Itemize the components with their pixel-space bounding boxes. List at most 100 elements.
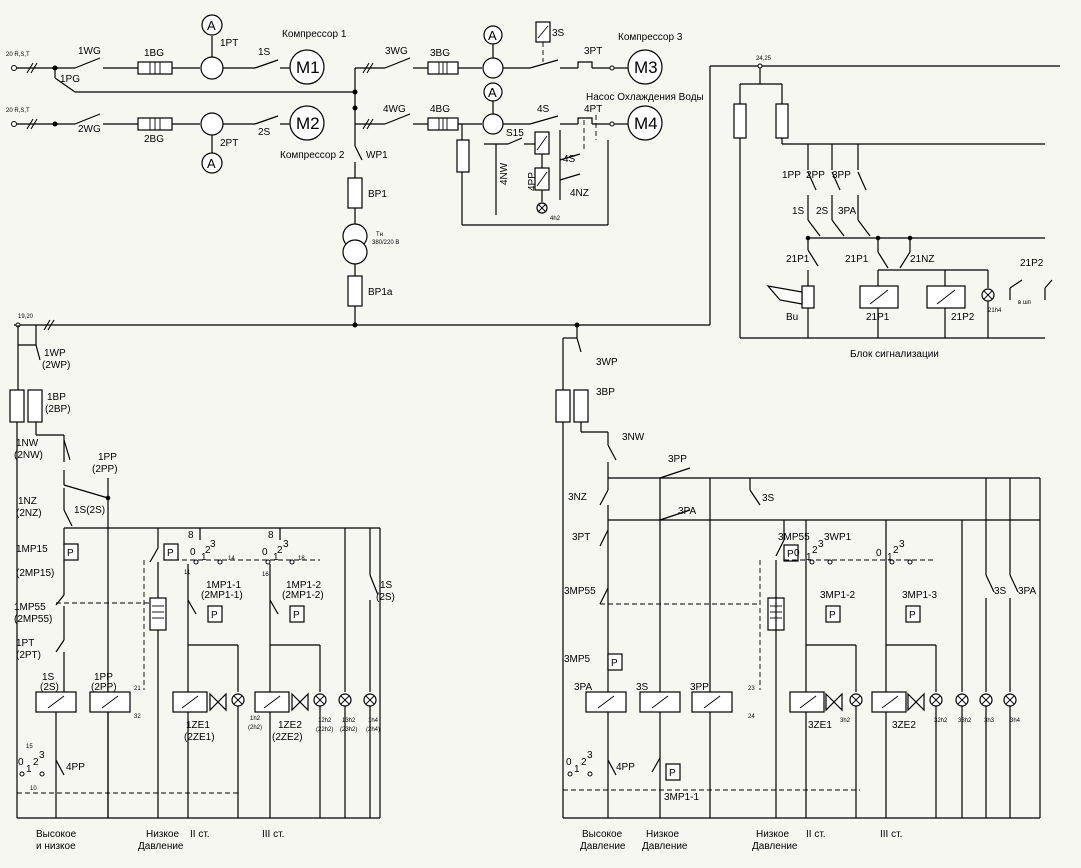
- alarm-block-title: Блок сигнализации: [850, 349, 939, 360]
- left-sel2-2: 2: [205, 545, 211, 556]
- left-n32: 32: [134, 714, 141, 720]
- right-3ze2: 3ZE2: [892, 720, 916, 731]
- left-1mp1-1-p: P: [211, 610, 218, 621]
- left-sel-3: 3: [39, 750, 45, 761]
- right-coil-3pa-label: 3PA: [574, 682, 592, 693]
- right-sel-2: 2: [581, 757, 587, 768]
- label-2s: 2S: [258, 127, 271, 138]
- label-4nz: 4NZ: [570, 188, 589, 199]
- left-2wp: (2WP): [42, 360, 70, 371]
- left-2ze1: (2ZE1): [184, 732, 215, 743]
- alarm-21p1-b: 21P1: [845, 254, 869, 265]
- right-3mp1-1-p: P: [669, 768, 676, 779]
- fuse-bp1a: [347, 275, 363, 307]
- left-2h2: (2h2): [248, 725, 262, 731]
- right-sel3-3: 3: [899, 539, 905, 550]
- left-n16: 16: [262, 572, 269, 578]
- motor-m4-id: M4: [634, 114, 658, 133]
- left-1nw: 1NW: [16, 438, 39, 449]
- alarm-3pa: 3PA: [838, 206, 856, 217]
- motor-m3-name: Компрессор 3: [618, 32, 683, 43]
- left-sel3-3: 3: [283, 539, 289, 550]
- label-4s-contact: 4S: [563, 154, 576, 165]
- right-3mp55-p: P: [787, 549, 794, 560]
- ammeter-1-label: A: [207, 18, 216, 33]
- label-1s: 1S: [258, 47, 271, 58]
- left-1s-2s: 1S(2S): [74, 505, 105, 516]
- label-1pg: 1PG: [60, 74, 80, 85]
- left-1s-r: 1S: [380, 580, 393, 591]
- fuse-pump-control: [456, 139, 470, 173]
- right-sel3-1: 1: [887, 552, 893, 563]
- left-bottom-1b: и низкое: [36, 841, 76, 852]
- ammeter-1: [201, 14, 223, 36]
- alarm-2pp: 2PP: [806, 170, 825, 181]
- ammeter-2: [201, 152, 223, 174]
- right-fuse-a: [555, 389, 571, 423]
- right-coil-3s-label: 3S: [636, 682, 649, 693]
- left-n21: 21: [134, 686, 141, 692]
- right-3nw: 3NW: [622, 432, 645, 443]
- label-2wg: 2WG: [78, 124, 101, 135]
- right-sel2-2: 2: [812, 545, 818, 556]
- left-sel3-2: 2: [277, 545, 283, 556]
- alarm-2s: 2S: [816, 206, 829, 217]
- alarm-3pp: 3PP: [832, 170, 851, 181]
- left-1nz: 1NZ: [18, 496, 37, 507]
- alarm-fuse-2: [775, 103, 789, 139]
- left-23h2: (23h2): [340, 727, 357, 733]
- right-bottom-4: II ст.: [806, 829, 826, 840]
- alarm-1pp: 1PP: [782, 170, 801, 181]
- supply-label-1: 20 R,S,T: [6, 52, 30, 58]
- right-valve-3ze1: [825, 692, 843, 712]
- label-wp1: WP1: [366, 150, 388, 161]
- fuse-bp1: [347, 177, 363, 209]
- label-4bg: 4BG: [430, 104, 450, 115]
- left-1mp55: 1MP55: [14, 602, 46, 613]
- left-1mp15: 1MP15: [16, 544, 48, 555]
- right-sel2-3: 3: [818, 539, 824, 550]
- label-2pt: 2PT: [220, 138, 238, 149]
- right-3mp55-sensor: [783, 544, 799, 562]
- alarm-21p1-a: 21P1: [786, 254, 810, 265]
- current-transformer-1: [200, 56, 224, 80]
- right-bottom-2b: Давление: [642, 841, 688, 852]
- left-sel2-1: 1: [201, 552, 207, 563]
- label-1bg: 1BG: [144, 48, 164, 59]
- left-n8b: 8: [268, 530, 274, 541]
- label-2bg: 2BG: [144, 134, 164, 145]
- right-3mp1-3-p: P: [909, 610, 916, 621]
- left-n10: 10: [30, 786, 37, 792]
- left-2pp-top: (2PP): [92, 464, 118, 475]
- motor-m3-id: M3: [634, 58, 658, 77]
- left-fuse-b: [27, 389, 43, 423]
- right-3h3: 3h3: [984, 718, 995, 724]
- left-sel2-0: 0: [190, 547, 196, 558]
- left-coil-2pp-label: (2PP): [91, 682, 117, 693]
- left-1mp1-1-sensor: [207, 605, 223, 623]
- left-control-panel: 1WP (2WP) 1BP (2BP) 1NW (2NW) 1PP (2PP) …: [9, 325, 395, 852]
- left-2s-r: (2S): [376, 592, 395, 603]
- right-3mp5-sensor: [607, 653, 623, 671]
- supply-label-2: 20 R,S,T: [6, 108, 30, 114]
- label-bp1: BP1: [368, 189, 387, 200]
- label-4pp: 4PP: [527, 172, 538, 191]
- left-n18: 18: [298, 556, 305, 562]
- right-valve-3ze2: [907, 692, 925, 712]
- motor-m2-name: Компрессор 2: [280, 150, 345, 161]
- label-3wg: 3WG: [385, 46, 408, 57]
- right-3wp1: 3WP1: [824, 532, 852, 543]
- right-n24: 24: [748, 714, 755, 720]
- label-bp1a: BP1a: [368, 287, 393, 298]
- right-bottom-3: Низкое: [756, 829, 789, 840]
- label-4pt: 4PT: [584, 104, 602, 115]
- left-2mp1-1: (2MP1-1): [201, 590, 243, 601]
- right-3h2: 3h2: [840, 718, 851, 724]
- left-1bp: 1BP: [47, 392, 66, 403]
- left-1mp15-p: P: [67, 548, 74, 559]
- label-3pt: 3PT: [584, 46, 602, 57]
- ammeter-2-label: A: [207, 156, 216, 171]
- ammeter-3-label: A: [488, 28, 497, 43]
- motor-m1: [289, 49, 325, 85]
- left-1ze2: 1ZE2: [278, 720, 302, 731]
